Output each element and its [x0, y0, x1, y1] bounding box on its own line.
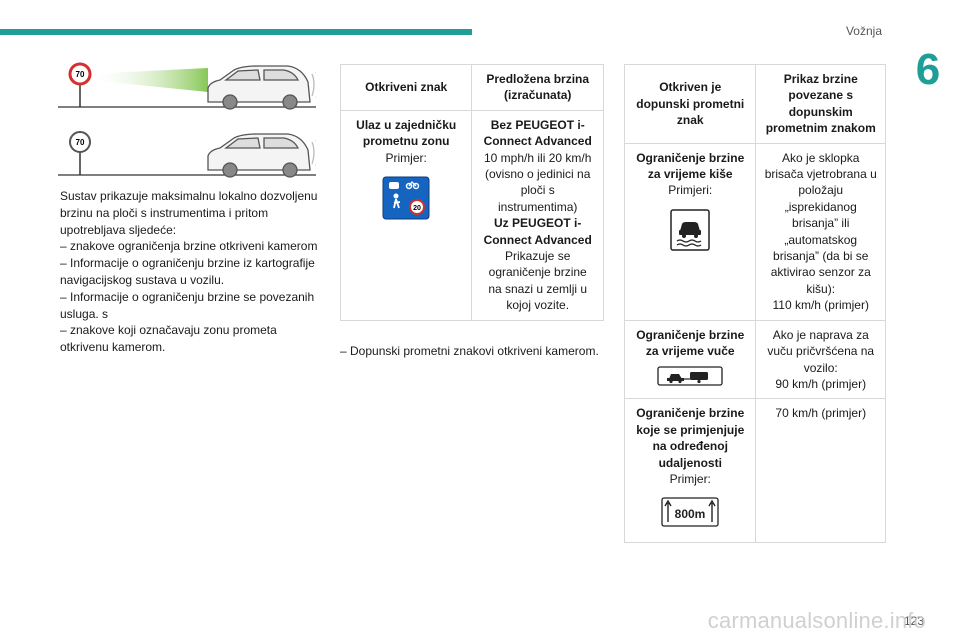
- bullet-item: – Informacije o ograničenju brzine se po…: [60, 289, 315, 321]
- bullet-item: – znakove ograničenja brzine otkriveni k…: [60, 239, 318, 254]
- table-header: Otkriveni znak: [339, 64, 473, 111]
- distance-sign-text: 800m: [675, 507, 706, 521]
- rain-car-sign-icon: [670, 209, 710, 251]
- row-title: Ograničenje brzine za vrijeme vuče: [636, 327, 745, 359]
- camera-beam: [88, 68, 208, 92]
- bullet-item: – znakove koji označavaju zonu prometa o…: [60, 323, 277, 355]
- table-row: Ograničenje brzine za vrijeme kiše Primj…: [623, 142, 886, 321]
- detected-sign-table: Otkriveni znak Predložena brzina (izraču…: [339, 64, 604, 321]
- example-label: Primjer:: [385, 150, 427, 165]
- speed-sign-car-illustration-1: 70: [58, 62, 316, 110]
- sign-title: Ulaz u zajedničku prometnu zonu: [356, 117, 457, 149]
- table-row: Ograničenje brzine za vrijeme vuče Ako j…: [623, 319, 886, 400]
- table-header: Prikaz brzine povezane s dopunskim prome…: [755, 64, 886, 144]
- header-accent-bar: [0, 29, 472, 35]
- with-connect-label: Uz PEUGEOT i-Connect Advanced: [483, 216, 592, 247]
- table-row: Ograničenje brzine koje se primjenjuje n…: [623, 398, 886, 543]
- table-header: Otkriven je dopunski prometni znak: [623, 64, 757, 144]
- car-icon: [207, 133, 316, 178]
- column1-text: Sustav prikazuje maksimalnu lokalno dozv…: [60, 188, 322, 356]
- table-header: Predložena brzina (izračunata): [471, 64, 604, 111]
- speed-sign-car-illustration-2: 70: [58, 131, 316, 178]
- page-number: 123: [903, 614, 924, 628]
- shared-zone-sign-icon: 20: [382, 176, 430, 220]
- towing-sign-icon: [657, 365, 723, 386]
- speed-limit-sign: [68, 62, 92, 86]
- row-title: Ograničenje brzine za vrijeme kiše: [636, 150, 745, 182]
- condition-text: Ako je naprava za vuču pričvršćena na vo…: [767, 327, 875, 375]
- sign-value: 70: [76, 70, 85, 79]
- speed-limit-sign: [69, 131, 91, 153]
- supplementary-signs-note: – Dopunski prometni znakovi otkriveni ka…: [340, 344, 599, 358]
- supplementary-sign-table: Otkriven je dopunski prometni znak Prika…: [623, 64, 886, 543]
- section-title: Vožnja: [845, 24, 882, 38]
- speed-value: 70 km/h (primjer): [775, 406, 867, 421]
- chapter-number: 6: [915, 45, 941, 94]
- car-icon: [207, 65, 316, 110]
- watermark: carmanualsonline.info: [707, 608, 926, 633]
- speed-value: 110 km/h (primjer): [772, 298, 869, 313]
- distance-sign-icon: 800m: [661, 497, 719, 527]
- intro-text: Sustav prikazuje maksimalnu lokalno dozv…: [60, 189, 318, 237]
- sign-value: 70: [76, 138, 85, 147]
- row-title: Ograničenje brzine koje se primjenjuje n…: [636, 406, 745, 470]
- without-connect-text: 10 mph/h ili 20 km/h (ovisno o jedinici …: [484, 150, 592, 214]
- bullet-item: – Informacije o ograničenju brzine iz ka…: [60, 256, 315, 287]
- with-connect-text: Prikazuje se ograničenje brzine na snazi…: [488, 249, 588, 313]
- example-label: Primjer:: [669, 471, 711, 486]
- condition-text: Ako je sklopka brisača vjetrobrana u pol…: [764, 150, 877, 296]
- without-connect-label: Bez PEUGEOT i-Connect Advanced: [483, 117, 592, 149]
- table-row: Ulaz u zajedničku prometnu zonu Primjer:…: [339, 109, 604, 321]
- sign-speed-value: 20: [413, 205, 421, 212]
- example-label: Primjeri:: [668, 183, 713, 198]
- speed-value: 90 km/h (primjer): [775, 376, 867, 391]
